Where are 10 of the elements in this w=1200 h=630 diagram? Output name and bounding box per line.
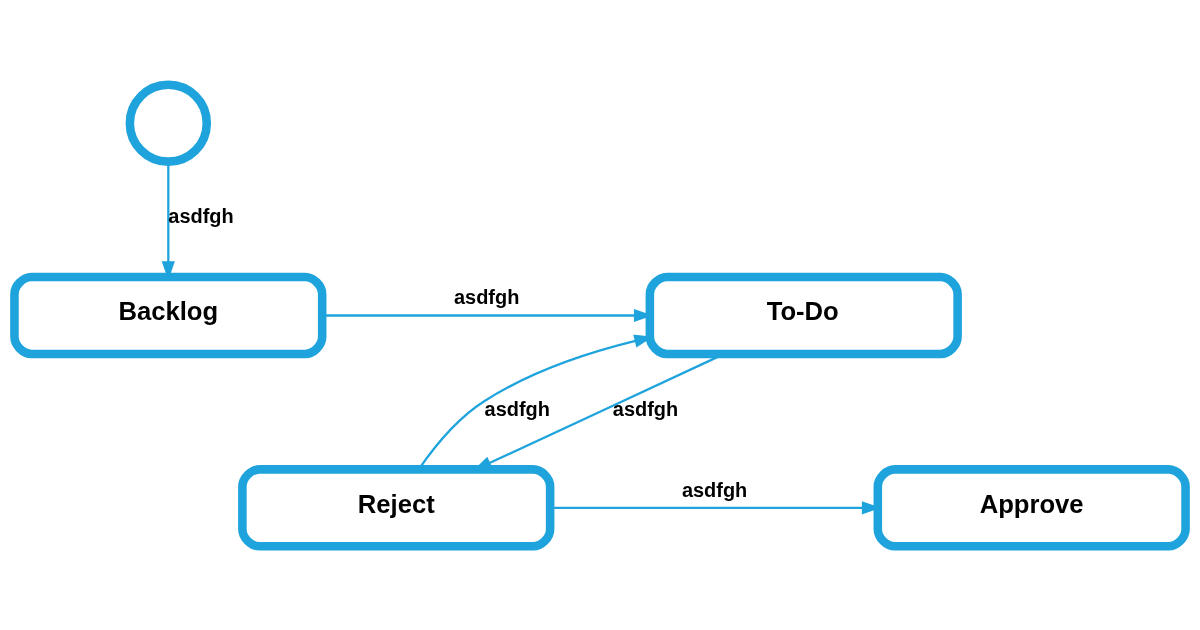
- node-box: Reject: [238, 464, 555, 551]
- node-box: Backlog: [10, 272, 327, 358]
- node-box: Approve: [873, 464, 1190, 551]
- node-box: To-Do: [645, 272, 962, 358]
- node-circle: [125, 79, 212, 166]
- edge-label: asdfgh: [168, 204, 234, 227]
- edge-label: asdfgh: [484, 397, 550, 420]
- edge-label: asdfgh: [681, 478, 748, 501]
- edge-label: asdfgh: [453, 285, 520, 308]
- edge-label: asdfgh: [612, 397, 679, 420]
